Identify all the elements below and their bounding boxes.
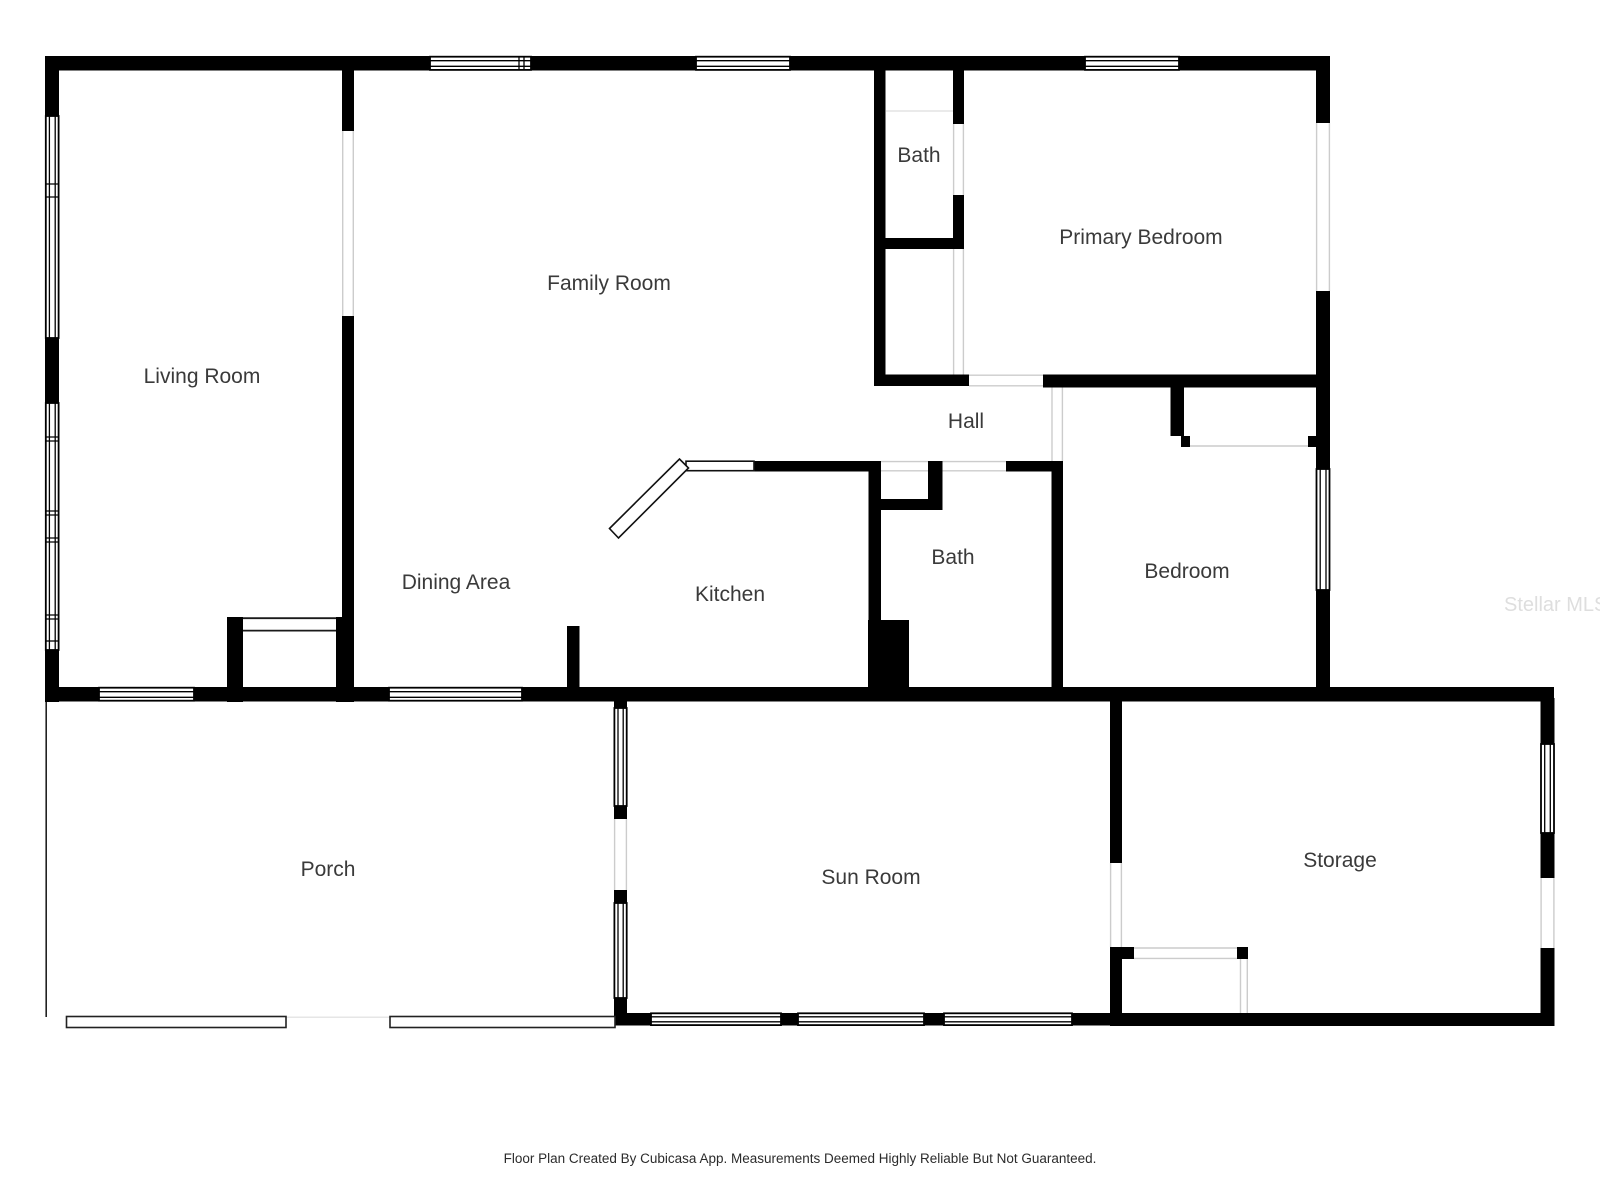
svg-text:Hall: Hall	[948, 410, 984, 433]
svg-text:Bath: Bath	[897, 144, 940, 167]
svg-text:Porch: Porch	[301, 858, 356, 881]
svg-text:Primary Bedroom: Primary Bedroom	[1059, 226, 1222, 249]
svg-text:Sun Room: Sun Room	[821, 866, 920, 889]
svg-text:Family Room: Family Room	[547, 272, 671, 295]
svg-text:Dining Area: Dining Area	[402, 571, 511, 594]
svg-text:Stellar MLS: Stellar MLS	[1504, 594, 1600, 616]
svg-text:Bedroom: Bedroom	[1144, 560, 1229, 583]
svg-text:Storage: Storage	[1303, 849, 1377, 872]
svg-text:Floor Plan Created By Cubicasa: Floor Plan Created By Cubicasa App. Meas…	[504, 1151, 1097, 1166]
svg-text:Kitchen: Kitchen	[695, 583, 765, 606]
svg-text:Living Room: Living Room	[144, 365, 261, 388]
svg-text:Bath: Bath	[931, 546, 974, 569]
